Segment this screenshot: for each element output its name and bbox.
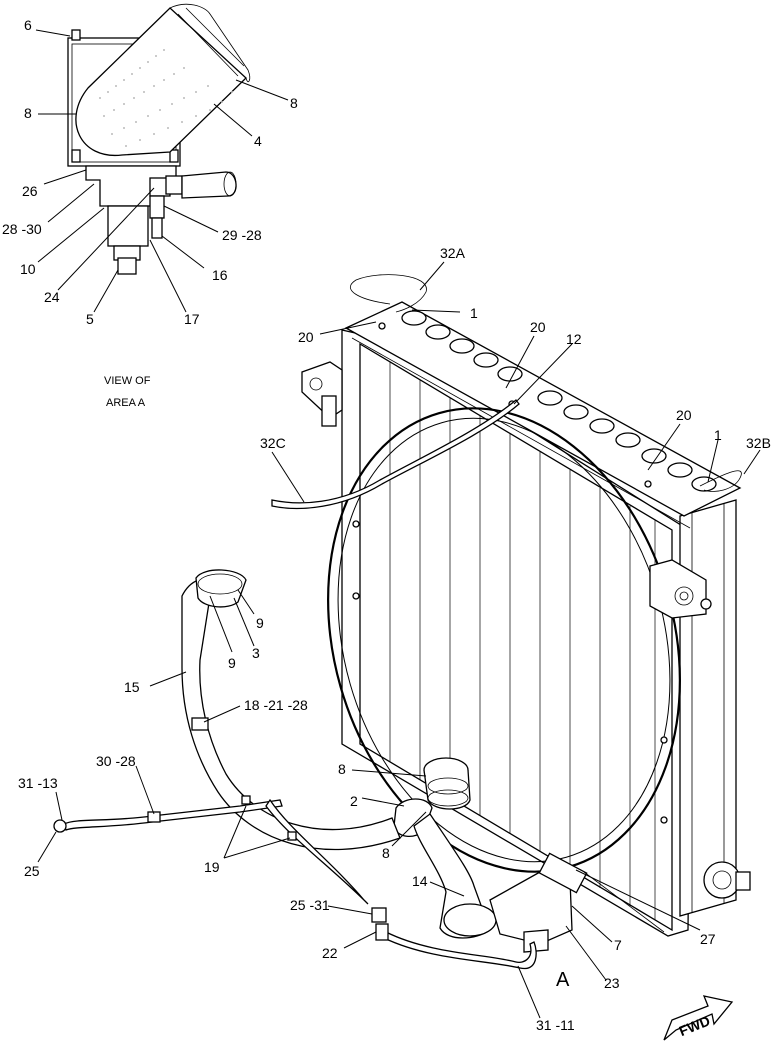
main-leaders [37,261,761,1019]
inset-connector-29 [149,195,165,219]
vent-lines [271,274,742,510]
callout-30-28: 30 -28 [96,753,136,769]
callout-9-a: 9 [256,615,264,631]
callout-31-13: 31 -13 [18,775,58,791]
view-note-line2: AREA A [106,397,146,409]
callout-8-mid: 8 [338,761,346,777]
callout-1-right: 1 [714,427,722,443]
clip-30-28 [147,811,161,823]
callout-20-left: 20 [298,329,314,345]
radiator-drain-fitting [703,861,751,899]
radiator-top-tank [344,301,742,517]
vent-tube-32C [271,399,520,510]
callout-1-top: 1 [470,305,478,321]
inset-plug-5 [117,257,137,275]
callout-8-right: 8 [290,95,298,111]
radiator-mount-right [649,559,712,619]
inset-callouts: 6 8 8 4 26 28 -30 29 -28 10 16 24 17 5 [2,17,298,327]
callout-9-b: 9 [228,655,236,671]
callout-15: 15 [124,679,140,695]
callout-31-11: 31 -11 [536,1017,575,1033]
area-a-label: A [556,969,570,991]
radiator-fins [389,362,656,920]
callout-8-low: 8 [382,845,390,861]
inset-bolt-top [71,29,81,41]
view-note: VIEW OF AREA A [104,375,151,409]
vent-loop-32A [349,274,427,313]
callout-26: 26 [22,183,38,199]
hose-end-3 [195,569,247,608]
radiator-side-tank [679,499,737,917]
inset-view-area-a [67,3,251,275]
inset-leaders [35,29,289,313]
callout-14: 14 [412,873,428,889]
inset-filter-element [75,3,251,156]
callout-10: 10 [20,261,36,277]
inset-bolt-right [169,149,179,163]
callout-24: 24 [44,289,60,305]
top-tank-caps [401,310,717,492]
fitting-25-31 [371,907,387,923]
clamp-18-21-28 [191,717,209,731]
callout-22: 22 [322,945,338,961]
clip-19-b [287,831,297,841]
inset-connector-16 [151,217,163,239]
view-note-line1: VIEW OF [104,375,151,387]
callout-28-30: 28 -30 [2,221,42,237]
callout-25: 25 [24,863,40,879]
fitting-25 [53,819,67,833]
inset-housing [107,205,149,247]
callout-23: 23 [604,975,620,991]
callout-27: 27 [700,931,716,947]
inset-hose [181,171,237,199]
tube-31 [265,798,369,905]
callout-8-left: 8 [24,105,32,121]
tube-31-13 [63,799,283,831]
callout-20-right: 20 [676,407,692,423]
tube-31-11 [383,931,537,970]
callout-16: 16 [212,267,228,283]
main-callouts: 32A 1 20 20 12 32C 20 1 32B 9 9 3 15 18 … [18,245,771,1033]
upper-hose-assembly [181,569,401,851]
callout-32B: 32B [746,435,771,451]
callout-3: 3 [252,645,260,661]
callout-32C: 32C [260,435,286,451]
callout-29-28: 29 -28 [222,227,262,243]
radiator-mount-left [301,361,343,427]
callout-6: 6 [24,17,32,33]
inset-bolt-left [71,149,81,163]
connector-22 [375,923,389,941]
callout-32A: 32A [440,245,466,261]
callout-12: 12 [566,331,582,347]
callout-2: 2 [350,793,358,809]
hose-15 [181,578,401,851]
clip-19-a [241,795,251,805]
callout-4: 4 [254,133,262,149]
tube-assemblies [53,795,537,970]
mount-bracket-7 [538,852,588,894]
callout-17: 17 [184,311,200,327]
forward-direction-arrow: FWD [663,995,734,1041]
vent-loop-32B [699,470,742,492]
callout-19: 19 [204,859,220,875]
callout-5: 5 [86,311,94,327]
callout-25-31: 25 -31 [290,897,330,913]
callout-7: 7 [614,937,622,953]
callout-20-mid: 20 [530,319,546,335]
inset-elbow [165,175,183,195]
callout-18-21-28: 18 -21 -28 [244,697,308,713]
